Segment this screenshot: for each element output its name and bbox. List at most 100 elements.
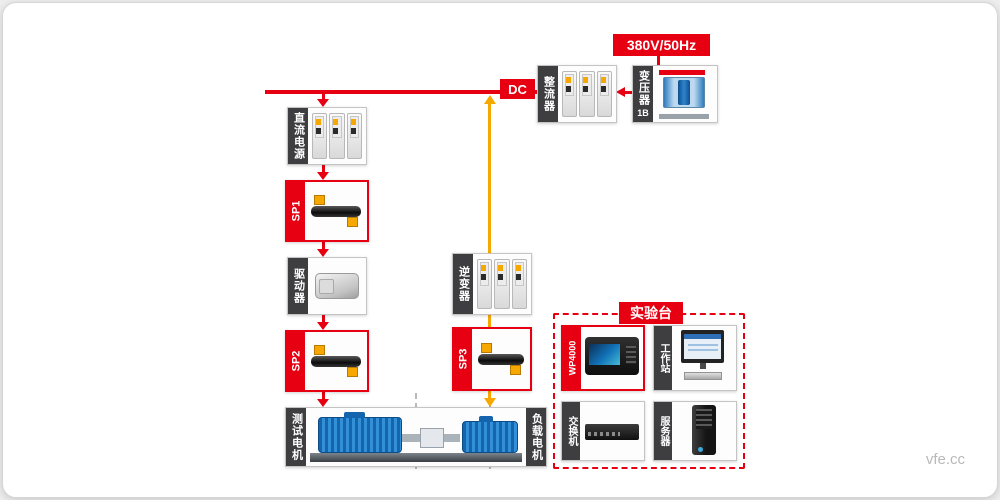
switch-image — [580, 402, 644, 460]
bus-to-dcpower-line — [322, 94, 325, 99]
sp1-image — [305, 182, 367, 240]
experiment-bench-title-text: 实验台 — [630, 305, 672, 321]
dcpower-sp1-line — [322, 165, 325, 172]
test-motor — [318, 412, 402, 453]
driver-label: 驱动器 — [292, 268, 305, 304]
inverter-image — [473, 254, 531, 314]
inverter-label: 逆变器 — [457, 266, 470, 302]
sp3-component: SP3 — [452, 327, 532, 391]
server-tower — [692, 405, 716, 456]
switch-label: 交换机 — [566, 416, 577, 446]
load-motor-label: 负载电机 — [530, 413, 543, 461]
dc-label: DC — [500, 79, 535, 99]
driver-sp2-line — [322, 315, 325, 322]
sp3-label-strip: SP3 — [454, 329, 472, 389]
sp1-driver-line — [322, 242, 325, 249]
bench-rail — [310, 453, 522, 462]
transformer-component: 变压器 1B — [632, 65, 718, 123]
rectifier-component: 整流器 — [537, 65, 617, 123]
inverter-sp3-line — [488, 315, 491, 327]
bus-to-dcpower-arrow — [317, 99, 329, 107]
inverter-to-bus-arrow — [484, 95, 496, 104]
switch-label-strip: 交换机 — [562, 402, 580, 460]
dc-power-label: 直流电源 — [292, 112, 305, 160]
wp4000-label: WP4000 — [567, 340, 577, 376]
load-motor — [462, 416, 518, 453]
rectifier-label: 整流器 — [542, 76, 555, 112]
cabinet-panel — [477, 259, 493, 309]
transformer-sublabel: 1B — [637, 108, 649, 118]
sensor-flange — [346, 367, 358, 377]
xfmr-to-rectifier-line — [624, 91, 633, 94]
cabinet-panel — [494, 259, 510, 309]
workstation-image — [672, 326, 736, 390]
transformer-top-bar — [659, 70, 705, 75]
mains-drop-line — [657, 56, 660, 66]
shaft-coupling — [444, 434, 460, 442]
test-motor-label: 测试电机 — [290, 413, 303, 461]
inverter-to-bus-line — [488, 104, 491, 253]
sp1-label-strip: SP1 — [287, 182, 305, 240]
shaft-coupling — [402, 434, 420, 442]
sensor-flange — [510, 365, 522, 375]
transformer-label: 变压器 — [637, 70, 650, 106]
rectifier-image — [558, 66, 616, 122]
analyzer-buttons — [625, 345, 637, 365]
sp2-image — [305, 332, 367, 390]
network-switch — [585, 424, 639, 440]
dc-power-label-strip: 直流电源 — [288, 108, 308, 164]
workstation-label-strip: 工作站 — [654, 326, 672, 390]
workstation-label: 工作站 — [658, 343, 669, 373]
server-label: 服务器 — [658, 416, 669, 446]
motor-bench-image — [306, 408, 526, 466]
cabinet-panel — [346, 113, 362, 159]
dc-bus-line — [265, 90, 537, 94]
watermark: vfe.cc — [925, 451, 965, 468]
sensor-flange — [346, 217, 358, 227]
sensor-flange — [314, 195, 326, 205]
middle-torque-sensor — [420, 428, 444, 448]
cabinet-panel — [562, 71, 578, 117]
wp4000-label-strip: WP4000 — [563, 327, 581, 389]
dc-label-text: DC — [508, 81, 527, 97]
inverter-component: 逆变器 — [452, 253, 532, 315]
sp1-component: SP1 — [285, 180, 369, 242]
xfmr-to-rectifier-arrow — [616, 87, 625, 97]
voltage-label: 380V/50Hz — [613, 34, 710, 56]
sp3-loadmotor-arrow — [484, 398, 496, 407]
driver-label-strip: 驱动器 — [288, 258, 308, 314]
dcpower-sp1-arrow — [317, 172, 329, 180]
transformer-image — [653, 66, 717, 122]
experiment-bench-title: 实验台 — [619, 302, 683, 324]
driver-component: 驱动器 — [287, 257, 367, 315]
sensor-flange — [480, 343, 492, 353]
test-motor-label-strip: 测试电机 — [286, 408, 306, 466]
cabinet-panel — [579, 71, 595, 117]
load-motor-label-strip: 负载电机 — [526, 408, 546, 466]
dc-power-component: 直流电源 — [287, 107, 367, 165]
sp1-driver-arrow — [317, 249, 329, 257]
sp2-component: SP2 — [285, 330, 369, 392]
torque-sensor-bar — [311, 206, 361, 217]
sp3-image — [472, 329, 530, 389]
rectifier-label-strip: 整流器 — [538, 66, 558, 122]
server-label-strip: 服务器 — [654, 402, 672, 460]
torque-sensor-bar — [477, 354, 525, 365]
transformer-label-strip: 变压器 1B — [633, 66, 653, 122]
cabinet-panel — [511, 259, 527, 309]
keyboard — [683, 372, 722, 381]
motor-bench-component: 测试电机 负载电机 — [285, 407, 547, 467]
driver-sp2-arrow — [317, 322, 329, 330]
transformer-core — [678, 80, 690, 105]
server-image — [672, 402, 736, 460]
driver-image — [308, 258, 366, 314]
cabinet-panel — [596, 71, 612, 117]
torque-sensor-bar — [311, 356, 361, 367]
transformer-base — [659, 114, 709, 119]
sp2-motor-line — [322, 392, 325, 399]
cabinet-panel — [312, 113, 328, 159]
sp2-label-strip: SP2 — [287, 332, 305, 390]
driver-device — [314, 272, 360, 300]
wp4000-component: WP4000 — [561, 325, 645, 391]
wp4000-image — [581, 327, 643, 389]
